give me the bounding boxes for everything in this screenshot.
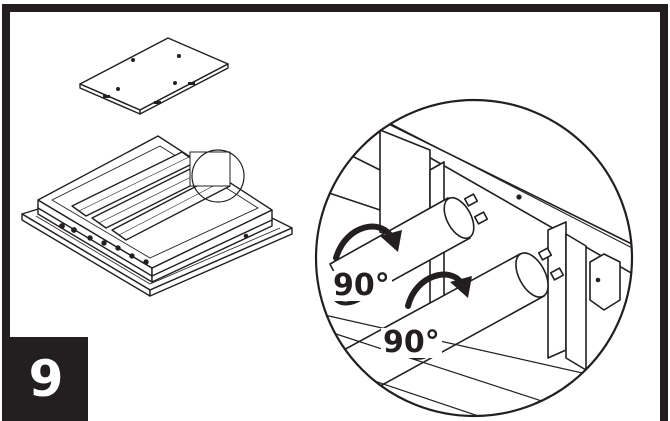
zoom-circle-border — [314, 98, 634, 418]
detail-callout-circle — [191, 149, 245, 203]
diffuser-cover — [79, 37, 229, 115]
step-number-badge: 9 — [4, 337, 88, 421]
zoom-detail — [316, 100, 632, 416]
rotation-label-upper: 90° — [331, 268, 392, 303]
rotation-label-lower: 90° — [381, 325, 442, 360]
troffer-fixture — [21, 135, 293, 297]
panel-border — [2, 4, 668, 421]
